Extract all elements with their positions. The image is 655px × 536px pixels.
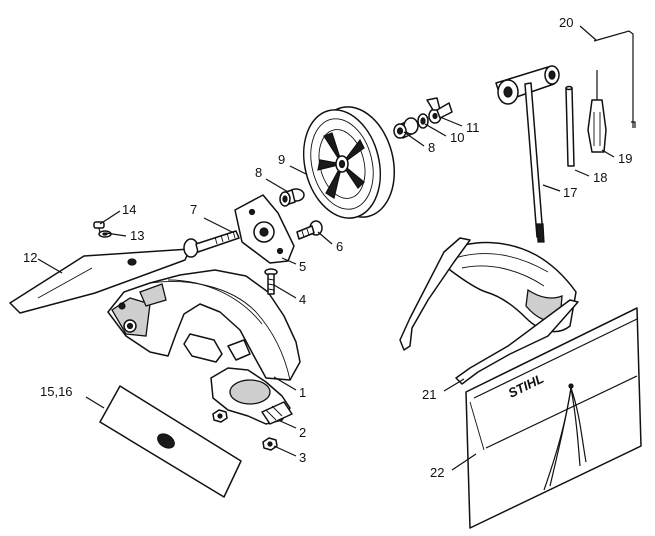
combination-wrench xyxy=(495,65,560,243)
leader-lines xyxy=(37,25,615,471)
callout-17: 17 xyxy=(563,185,577,200)
screw-6 xyxy=(296,220,323,240)
callout-10: 10 xyxy=(450,130,464,145)
hex-nut-lower xyxy=(262,437,278,451)
callout-13: 13 xyxy=(130,228,144,243)
callout-6: 6 xyxy=(336,239,343,254)
callout-3: 3 xyxy=(299,450,306,465)
callout-8-left: 8 xyxy=(255,165,262,180)
bushing-8-left xyxy=(279,188,305,207)
callout-12: 12 xyxy=(23,250,37,265)
callout-11: 11 xyxy=(466,120,480,135)
washer-13 xyxy=(98,230,112,238)
callout-5: 5 xyxy=(299,259,306,274)
callout-22: 22 xyxy=(430,465,444,480)
callout-20: 20 xyxy=(559,15,573,30)
callout-19: 19 xyxy=(618,151,632,166)
bushing-8-right xyxy=(393,117,419,139)
hex-key xyxy=(593,30,636,128)
axle-bracket xyxy=(234,194,295,264)
callout-8-right: 8 xyxy=(428,140,435,155)
bolt-7 xyxy=(183,230,240,258)
callout-21: 21 xyxy=(422,387,436,402)
callout-labels: 1 2 3 4 5 6 7 8 8 9 10 11 12 13 14 15,16… xyxy=(23,15,632,480)
callout-7: 7 xyxy=(190,202,197,217)
callout-9: 9 xyxy=(278,152,285,167)
wheel xyxy=(302,106,396,219)
hex-nut-upper xyxy=(212,409,228,423)
callout-18: 18 xyxy=(593,170,607,185)
blade-guard xyxy=(107,269,301,381)
wing-nut xyxy=(426,97,453,124)
blade-card xyxy=(99,385,242,498)
clamp xyxy=(210,367,293,425)
screwdriver xyxy=(587,70,607,153)
deflector-plate xyxy=(9,248,191,314)
screw-4 xyxy=(264,268,278,295)
callout-4: 4 xyxy=(299,292,306,307)
callout-14: 14 xyxy=(122,202,136,217)
rod xyxy=(565,85,575,167)
callout-1: 1 xyxy=(299,385,306,400)
washer-10 xyxy=(417,113,429,129)
tool-pouch: STIHL xyxy=(465,307,642,529)
callout-2: 2 xyxy=(299,425,306,440)
callout-15-16: 15,16 xyxy=(40,384,73,399)
safety-glasses xyxy=(399,237,579,385)
